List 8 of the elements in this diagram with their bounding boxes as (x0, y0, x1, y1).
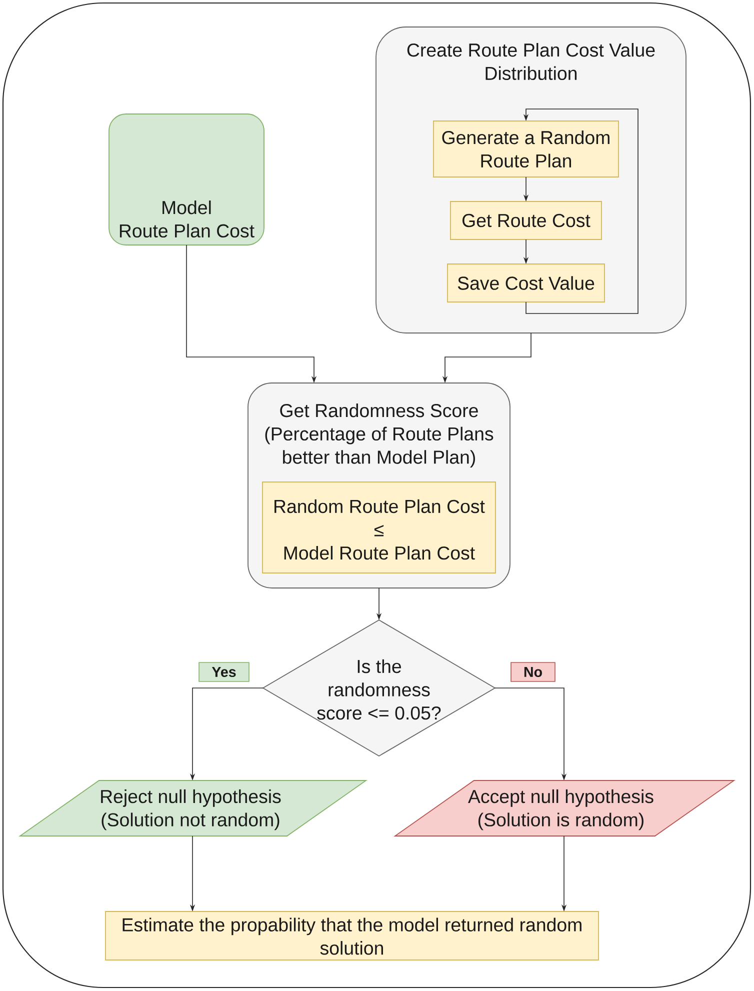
process-box: Model Route Plan Cost (108, 114, 264, 246)
process-box: Save Cost Value (447, 264, 605, 302)
edge-label: Yes (198, 662, 250, 682)
process-box: Get Route Cost (450, 201, 602, 240)
edge-label: No (510, 662, 556, 682)
process-box: Estimate the propability that the model returned random solution (105, 911, 599, 960)
process-box: Generate a Random Route Plan (433, 120, 619, 178)
condition-box: Random Route Plan Cost ≤ Model Route Plan Cost (262, 482, 496, 574)
